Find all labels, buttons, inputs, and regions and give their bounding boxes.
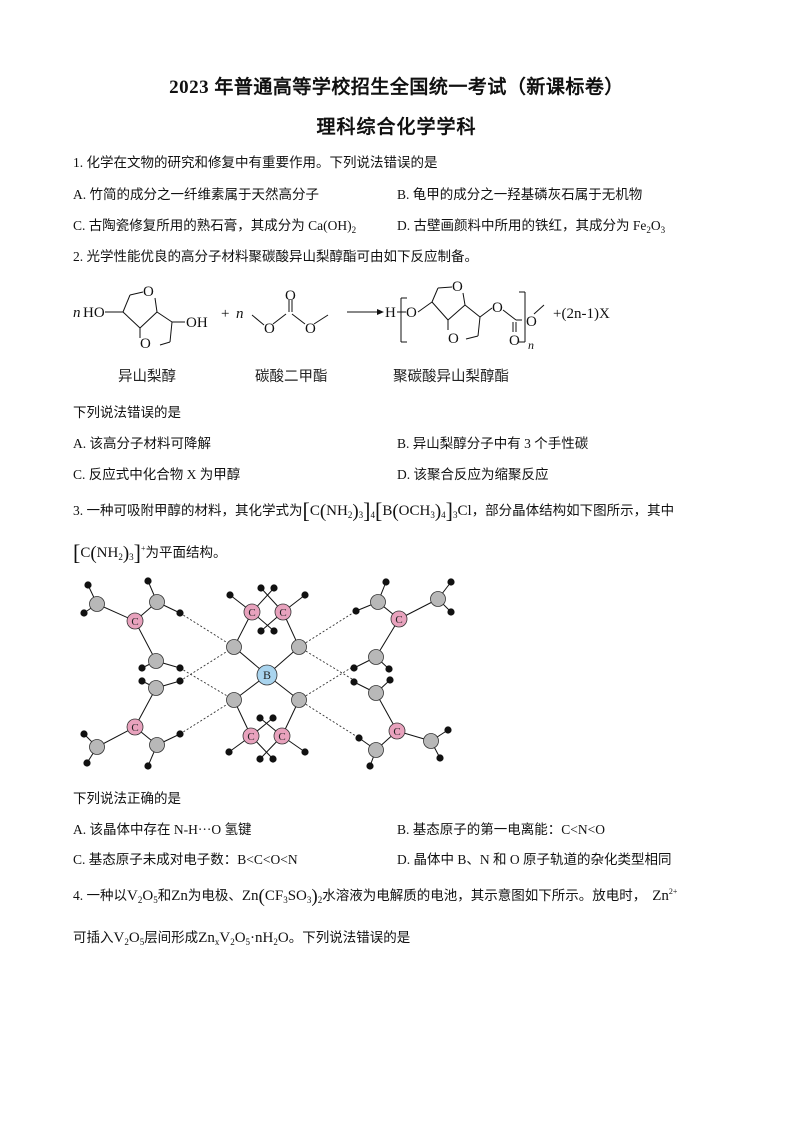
svg-text:O: O [140,336,151,352]
svg-text:O: O [143,284,154,300]
q3-prompt: 下列说法正确的是 [73,791,181,806]
q2-option-d: D. 该聚合反应为缩聚反应 [397,467,549,482]
svg-text:+: + [221,306,229,322]
svg-text:n: n [73,305,81,321]
q4-stem-line2: 可插入V2O5层间形成ZnxV2O5·nH2O。下列说法错误的是 [73,930,411,947]
svg-text:碳酸二甲酯: 碳酸二甲酯 [255,368,328,385]
exam-subtitle: 理科综合化学学科 [316,117,477,138]
boron-atom [256,664,278,686]
svg-text:HO: HO [83,305,105,321]
svg-text:C: C [131,722,138,734]
carbon-atoms [126,603,408,745]
q3-stem-line1: 3. 一种可吸附甲醇的材料，其化学式为[C(NH2)3]4[B(OCH3)4]3… [73,498,675,523]
svg-text:C: C [393,726,400,738]
q3-stem-line2: [C(NH2)3]+为平面结构。 [73,540,227,565]
exam-title: 2023 年普通高等学校招生全国统一考试（新课标卷） [169,77,624,98]
q2-option-c: C. 反应式中化合物 X 为甲醇 [73,467,241,482]
svg-text:O: O [492,300,503,316]
q1-option-b: B. 龟甲的成分之一羟基磷灰石属于无机物 [397,187,643,202]
svg-text:+(2n-1)X: +(2n-1)X [553,306,610,322]
q2-option-b: B. 异山梨醇分子中有 3 个手性碳 [397,436,589,451]
svg-text:O: O [285,288,296,304]
svg-text:H: H [385,305,396,321]
svg-text:OH: OH [186,315,208,331]
formula-borate: [B(OCH3)4]3 [375,498,458,523]
svg-text:C: C [248,607,255,619]
q1-option-c: C. 古陶瓷修复所用的熟石膏，其成分为 Ca(OH)2 [73,218,357,235]
svg-text:C: C [279,607,286,619]
svg-text:聚碳酸异山梨醇酯: 聚碳酸异山梨醇酯 [393,368,509,385]
q3-option-c: C. 基态原子未成对电子数：B<C<O<N [73,852,298,867]
svg-text:C: C [247,731,254,743]
q2-prompt: 下列说法错误的是 [73,405,181,420]
q1-option-d: D. 古壁画颜料中所用的铁红，其成分为 Fe2O3 [397,218,666,235]
q3-option-b: B. 基态原子的第一电离能：C<N<O [397,822,605,837]
q2-stem: 2. 光学性能优良的高分子材料聚碳酸异山梨醇酯可由如下反应制备。 [73,249,478,264]
nitrogen-oxygen-atoms [89,591,446,758]
svg-text:C: C [278,731,285,743]
formula-guanidinium: [C(NH2)3]4 [302,498,376,523]
q3-option-a: A. 该晶体中存在 N-H···O 氢键 [73,822,252,837]
q4-stem-line1: 4. 一种以V2O5和Zn为电极、Zn(CF3SO3)2水溶液为电解质的电池，其… [73,886,678,907]
svg-text:异山梨醇: 异山梨醇 [118,368,176,385]
svg-text:B: B [263,668,271,682]
q1-stem: 1. 化学在文物的研究和修复中有重要作用。下列说法错误的是 [73,155,438,170]
svg-text:O: O [448,331,459,347]
svg-text:O: O [406,305,417,321]
reaction-scheme: n HO O O OH + n O O O H O O O O O O n +(… [73,279,610,385]
svg-text:O: O [305,321,316,337]
svg-text:C: C [131,616,138,628]
svg-text:O: O [264,321,275,337]
q1-option-a: A. 竹简的成分之一纤维素属于天然高分子 [73,187,319,202]
svg-text:O: O [526,314,537,330]
svg-text:O: O [509,333,520,349]
svg-text:n: n [528,338,534,352]
q2-option-a: A. 该高分子材料可降解 [73,436,211,451]
q3-option-d: D. 晶体中 B、N 和 O 原子轨道的杂化类型相同 [397,852,672,867]
svg-text:O: O [452,279,463,295]
hydrogen-atoms [80,577,455,770]
svg-text:n: n [236,306,244,322]
svg-text:C: C [395,614,402,626]
